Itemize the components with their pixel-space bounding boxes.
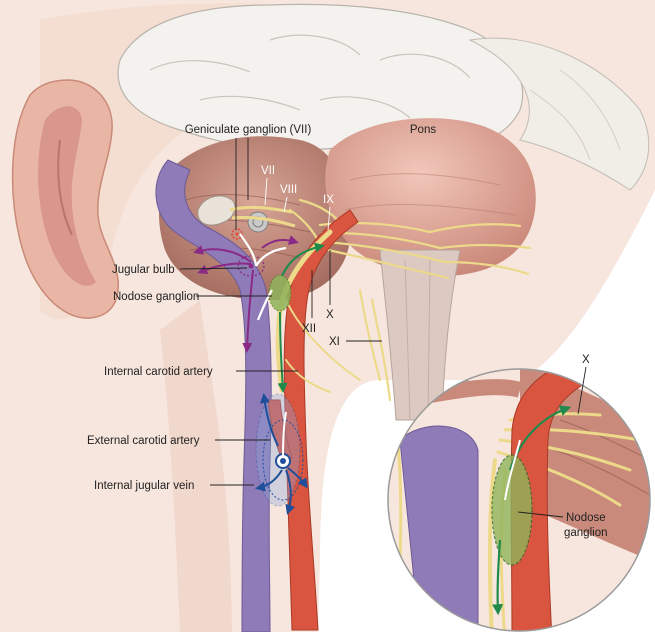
svg-text:XI: XI: [329, 336, 340, 348]
svg-text:Internal jugular vein: Internal jugular vein: [94, 480, 194, 492]
label-nerve-vii: VII: [261, 165, 275, 206]
label-pons: Pons: [410, 124, 436, 136]
label-nodose-ganglion: Nodose ganglion: [113, 291, 272, 303]
svg-text:Jugular bulb: Jugular bulb: [112, 264, 175, 276]
label-nerve-xi: XI: [329, 336, 382, 348]
label-internal-jugular-vein: Internal jugular vein: [94, 480, 254, 492]
label-inset-nerve-x: X: [577, 354, 590, 415]
flow-arrows-blue: [255, 393, 308, 515]
svg-text:XII: XII: [302, 323, 316, 335]
label-nerve-ix: IX: [323, 194, 334, 231]
internal-jugular-vein: [155, 159, 272, 632]
svg-text:Pons: Pons: [410, 124, 436, 136]
svg-text:VIII: VIII: [280, 184, 297, 196]
flow-arrows-green: [277, 242, 325, 393]
label-jugular-bulb: Jugular bulb: [112, 264, 248, 276]
svg-text:ganglion: ganglion: [564, 527, 607, 539]
svg-text:X: X: [582, 354, 590, 366]
flow-arrows-white: [239, 233, 287, 321]
flow-arrows-purple: [193, 235, 299, 353]
ear: [11, 79, 120, 319]
svg-text:Nodose: Nodose: [566, 512, 606, 524]
svg-text:Internal carotid artery: Internal carotid artery: [104, 366, 213, 378]
svg-text:External carotid artery: External carotid artery: [87, 435, 200, 447]
svg-text:Nodose ganglion: Nodose ganglion: [113, 291, 199, 303]
label-external-carotid-artery: External carotid artery: [87, 435, 270, 447]
nodose-ganglion: [268, 274, 292, 312]
label-internal-carotid-artery: Internal carotid artery: [104, 366, 298, 378]
inner-ear: [197, 195, 296, 240]
svg-text:Geniculate ganglion (VII): Geniculate ganglion (VII): [185, 124, 312, 136]
svg-text:VII: VII: [261, 165, 275, 177]
cerebrum: [117, 3, 650, 191]
label-nerve-x: X: [326, 250, 334, 321]
carotid-arteries: [267, 209, 359, 631]
label-geniculate-ganglion: Geniculate ganglion (VII): [185, 124, 312, 230]
svg-text:X: X: [326, 309, 334, 321]
label-inset-nodose-ganglion: Nodose ganglion: [517, 511, 607, 539]
svg-text:IX: IX: [323, 194, 334, 206]
label-nerve-viii: VIII: [280, 184, 297, 213]
label-nerve-xii: XII: [302, 270, 316, 335]
